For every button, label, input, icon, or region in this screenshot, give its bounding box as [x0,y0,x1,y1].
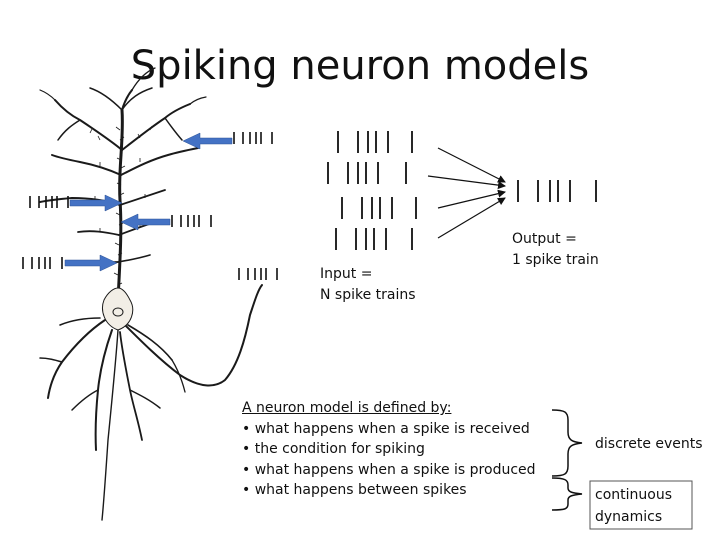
neuron-illustration [39,67,263,521]
definition-block: A neuron model is defined by: • what hap… [242,398,536,501]
definition-item: • what happens between spikes [242,482,467,498]
input-spike-trains [327,131,417,250]
dendrite-spines [89,125,153,286]
input-label-line1: Input = [320,266,373,282]
spike-train-small-1 [233,132,273,144]
spike-train-small-3 [171,215,212,227]
definition-header: A neuron model is defined by: [242,400,452,416]
braces [551,409,583,511]
input-arrow-4 [64,254,118,272]
brace-continuous [551,477,583,511]
converge-arrow-1 [437,147,506,183]
input-train-4 [335,228,413,250]
continuous-box [589,480,693,530]
continuous-label-line1: continuous [595,487,672,503]
slide-title: Spiking neuron models [130,43,590,89]
definition-item: • the condition for spiking [242,441,425,457]
input-train-1 [337,131,413,153]
definition-item: • what happens when a spike is produced [242,461,536,478]
converge-arrow-4 [437,197,506,239]
input-arrow-3 [120,213,171,231]
input-train-2 [327,162,407,184]
neuron-nucleus [112,307,124,317]
input-train-3 [341,197,417,219]
output-label-line1: Output = [512,231,577,247]
spike-train-small-4 [22,257,63,269]
converging-arrows [427,147,506,239]
converge-arrow-2 [427,175,506,190]
spike-train-small-2 [29,196,69,208]
continuous-label-line2: dynamics [595,509,663,525]
neuron-soma [102,287,134,331]
input-label-line2: N spike trains [320,287,416,303]
input-arrows [64,132,233,272]
converge-arrow-3 [437,189,506,209]
spike-train-small-5 [238,268,278,280]
output-label-line2: 1 spike train [512,252,599,268]
definition-item: • what happens when a spike is received [242,420,530,437]
brace-discrete [551,409,583,477]
input-arrow-2 [69,194,123,212]
input-arrow-1 [182,132,233,150]
discrete-events-label: discrete events [595,436,703,452]
output-spike-train [517,180,597,202]
small-spike-trains [22,132,278,280]
